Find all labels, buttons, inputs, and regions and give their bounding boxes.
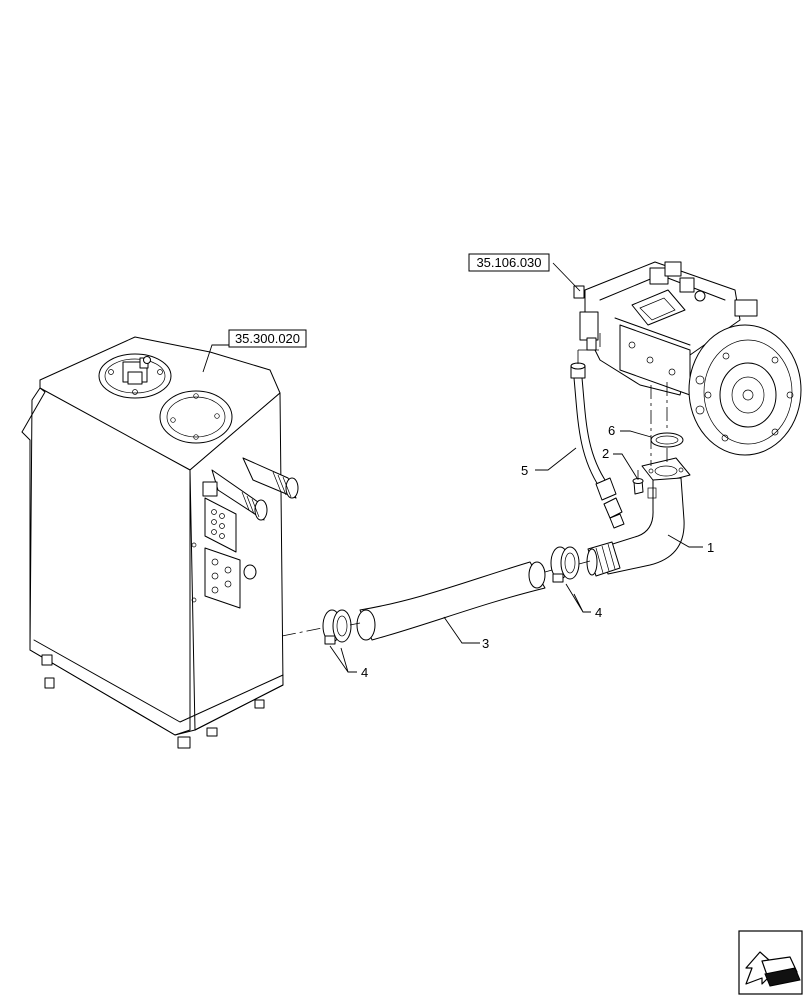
o-ring xyxy=(650,432,684,448)
hose-clamp-right xyxy=(550,546,580,583)
callout-1: 1 xyxy=(707,540,714,555)
callout-5: 5 xyxy=(521,463,528,478)
callout-4-left: 4 xyxy=(361,665,368,680)
tank-reference-box[interactable]: 35.300.020 xyxy=(228,329,307,348)
suction-elbow-pipe xyxy=(586,457,691,577)
callout-2: 2 xyxy=(602,446,609,461)
callout-6: 6 xyxy=(608,423,615,438)
tank-reference-label[interactable]: 35.300.020 xyxy=(235,331,300,346)
callout-4-right: 4 xyxy=(595,605,602,620)
assembly-centerlines xyxy=(281,330,668,637)
pump-assembly xyxy=(573,261,802,456)
suction-hose xyxy=(356,561,546,641)
pump-reference-label[interactable]: 35.106.030 xyxy=(476,255,541,270)
leader-lines xyxy=(202,262,703,673)
pump-reference-box[interactable]: 35.106.030 xyxy=(468,253,550,272)
arrow-left-down-icon[interactable] xyxy=(738,930,803,995)
hydraulic-tank xyxy=(21,336,299,749)
callout-3: 3 xyxy=(482,636,489,651)
hose-clamp-left xyxy=(322,609,352,645)
drain-hose xyxy=(570,362,625,529)
bolt xyxy=(632,478,644,495)
